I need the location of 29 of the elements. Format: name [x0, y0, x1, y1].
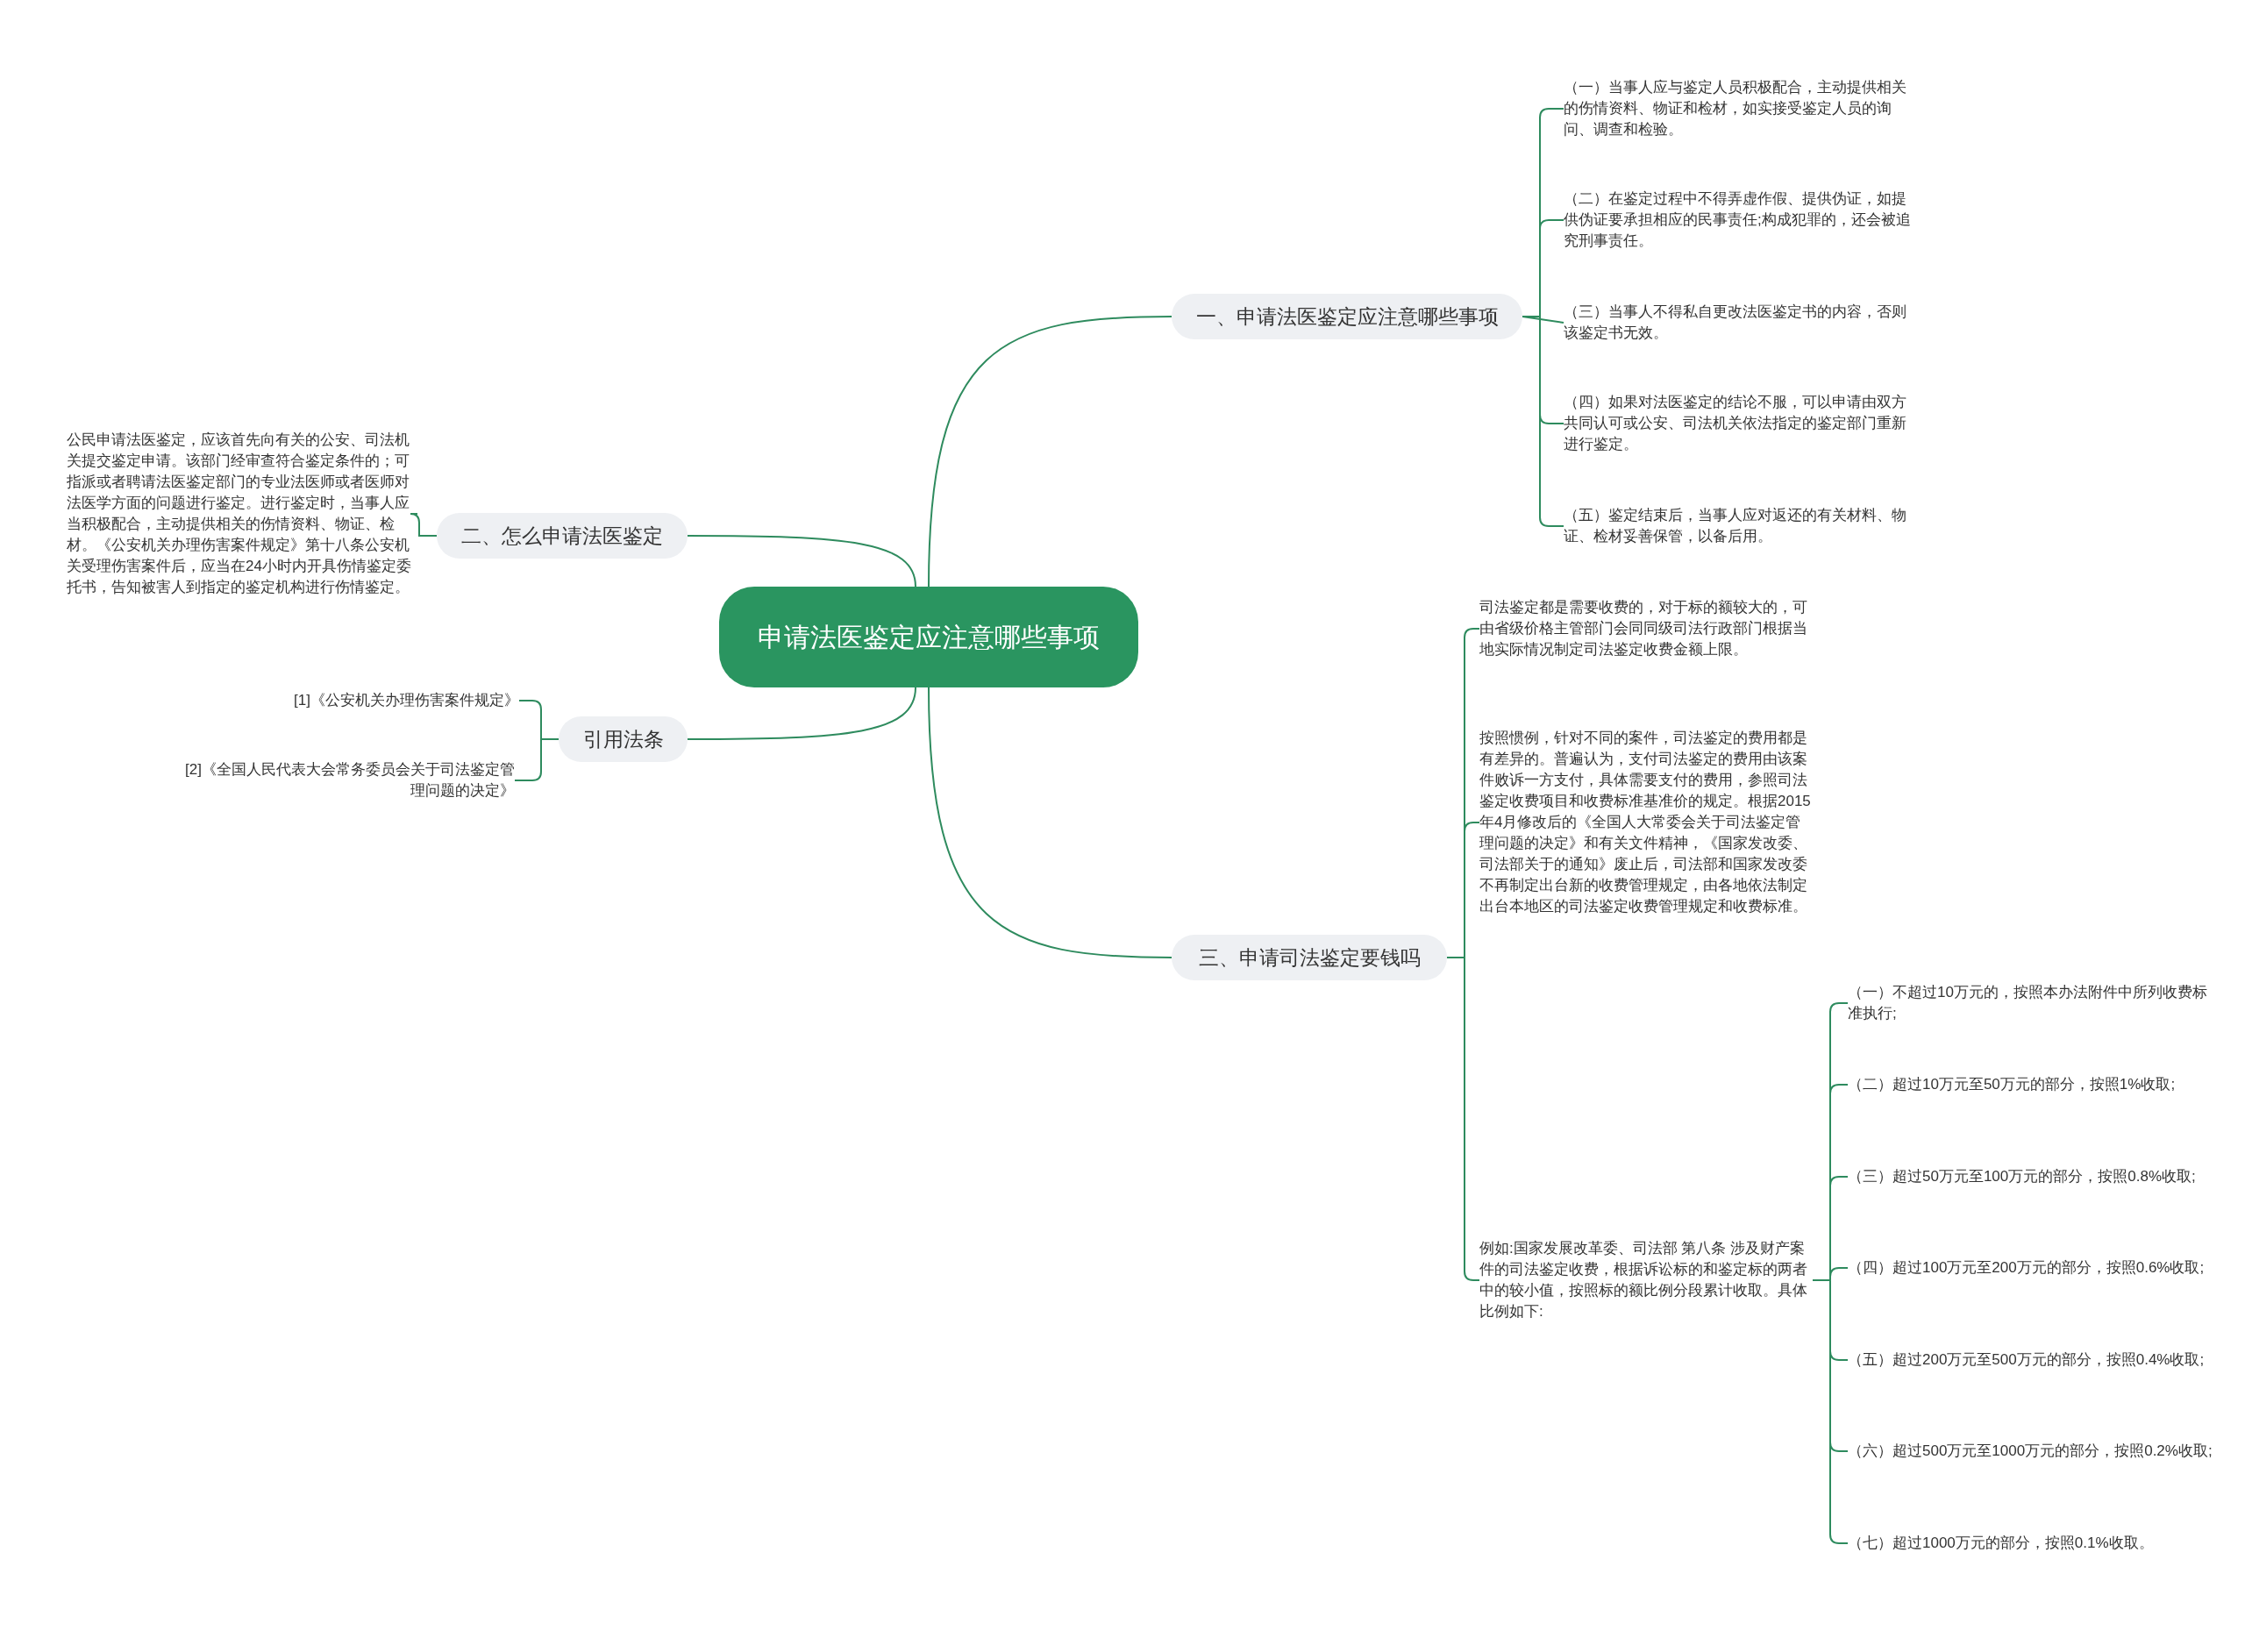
note-text: （三）当事人不得私自更改法医鉴定书的内容，否则该鉴定书无效。 [1564, 302, 1914, 344]
note-text: [2]《全国人民代表大会常务委员会关于司法鉴定管理问题的决定》 [180, 759, 515, 801]
note-text: 例如:国家发展改革委、司法部 第八条 涉及财产案件的司法鉴定收费，根据诉讼标的和鉴定标的两者中的较小值，按照标的额比例分段累计收取。具体比例如下: [1479, 1238, 1813, 1322]
connector-line [928, 687, 1172, 958]
topic-pill: 三、申请司法鉴定要钱吗 [1172, 935, 1447, 980]
connector-line [687, 535, 916, 587]
note-text: 司法鉴定都是需要收费的，对于标的额较大的，可由省级价格主管部门会同同级司法行政部门根据当地实际情况制定司法鉴定收费金额上限。 [1479, 597, 1813, 660]
note-text: （七）超过1000万元的部分，按照0.1%收取。 [1848, 1533, 2220, 1554]
central-topic: 申请法医鉴定应注意哪些事项 [719, 587, 1138, 687]
connector-line [410, 513, 438, 537]
note-text: （六）超过500万元至1000万元的部分，按照0.2%收取; [1848, 1441, 2220, 1462]
topic-pill: 引用法条 [559, 716, 688, 762]
topic-pill: 一、申请法医鉴定应注意哪些事项 [1172, 294, 1522, 339]
note-text: 公民申请法医鉴定，应该首先向有关的公安、司法机关提交鉴定申请。该部门经审查符合鉴定条件的；可指派或者聘请法医鉴定部门的专业法医师或者医师对法医学方面的问题进行鉴定。进行鉴定时，当事人应当积极配合，主动提供相关的伤情资料、物证、检材。《公安机关办理伤害案件规定》第十八条公安机关受理伤害案件后，应当在24小时内开具伤情鉴定委托书，告知被害人到指定的鉴定机构进行伤情鉴定。 [67, 430, 417, 598]
note-text: （三）超过50万元至100万元的部分，按照0.8%收取; [1848, 1166, 2220, 1187]
note-text: （五）超过200万元至500万元的部分，按照0.4%收取; [1848, 1349, 2220, 1371]
connector-line [687, 687, 916, 740]
note-text: （四）如果对法医鉴定的结论不服，可以申请由双方共同认可或公安、司法机关依法指定的鉴定部门重新进行鉴定。 [1564, 392, 1914, 455]
note-text: （二）在鉴定过程中不得弄虚作假、提供伪证，如提供伪证要承担相应的民事责任;构成犯罪的，还会被追究刑事责任。 [1564, 189, 1914, 252]
note-text: （一）不超过10万元的，按照本办法附件中所列收费标准执行; [1848, 982, 2220, 1024]
connector-line [928, 316, 1172, 587]
note-text: 按照惯例，针对不同的案件，司法鉴定的费用都是有差异的。普遍认为，支付司法鉴定的费用由该案件败诉一方支付，具体需要支付的费用，参照司法鉴定收费项目和收费标准基准价的规定。根据2015年4月修改后的《全国人大常委会关于司法鉴定管理问题的决定》和有关文件精神，《国家发改委、司法部关于的通知》废止后，司法部和国家发改委不再制定出台新的收费管理规定，由各地依法制定出台本地区的司法鉴定收费管理规定和收费标准。 [1479, 728, 1813, 917]
note-text: （五）鉴定结束后，当事人应对返还的有关材料、物证、检材妥善保管，以备后用。 [1564, 505, 1914, 547]
note-text: （二）超过10万元至50万元的部分，按照1%收取; [1848, 1074, 2220, 1095]
note-text: （四）超过100万元至200万元的部分，按照0.6%收取; [1848, 1257, 2220, 1278]
topic-pill: 二、怎么申请法医鉴定 [437, 513, 688, 559]
note-text: [1]《公安机关办理伤害案件规定》 [202, 690, 519, 711]
connector-line [514, 738, 559, 781]
note-text: （一）当事人应与鉴定人员积极配合，主动提供相关的伤情资料、物证和检材，如实接受鉴定人员的询问、调查和检验。 [1564, 77, 1914, 140]
